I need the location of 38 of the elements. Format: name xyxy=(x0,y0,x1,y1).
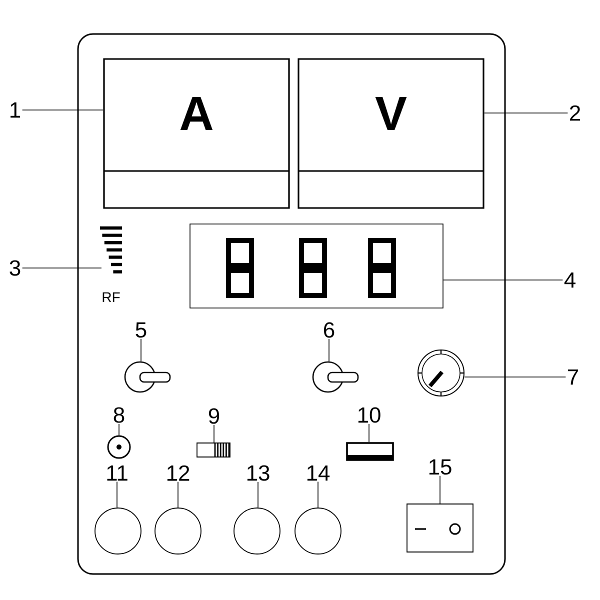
meter: V xyxy=(298,58,484,209)
leader-line xyxy=(140,338,142,362)
leader-line xyxy=(484,112,568,114)
leader-line xyxy=(116,481,118,508)
digital-display xyxy=(190,224,444,308)
callout-number: 9 xyxy=(208,408,220,424)
toggle-switch xyxy=(312,361,359,393)
jack xyxy=(294,508,342,554)
meter: A xyxy=(103,58,290,209)
callout-number: 1 xyxy=(10,102,20,118)
leader-line xyxy=(328,338,330,362)
callout-number: 14 xyxy=(307,465,330,481)
callout-number: 7 xyxy=(568,369,578,385)
callout-number: 10 xyxy=(358,407,380,423)
jack xyxy=(234,508,280,554)
callout-number: 12 xyxy=(167,465,190,481)
callout-number: 3 xyxy=(10,260,20,276)
callout-number: 13 xyxy=(247,465,270,481)
rf-indicator: RF xyxy=(100,226,122,302)
leader-line xyxy=(464,376,566,378)
callout-number: 5 xyxy=(136,322,146,338)
toggle-switch xyxy=(124,361,171,393)
knob xyxy=(418,350,464,396)
slide-switch xyxy=(196,442,230,458)
callout-number: 11 xyxy=(107,465,128,481)
callout-number: 2 xyxy=(570,105,580,121)
socket xyxy=(107,435,131,459)
leader-line xyxy=(368,424,370,442)
power-switch xyxy=(406,504,474,552)
fuse-holder xyxy=(346,442,394,461)
callout-number: 4 xyxy=(564,272,576,288)
callout-number: 6 xyxy=(324,322,334,338)
jack xyxy=(94,508,142,554)
leader-line xyxy=(118,424,120,436)
jack xyxy=(154,508,202,554)
callout-number: 15 xyxy=(429,459,452,475)
node-label: RF xyxy=(102,292,120,302)
callout-number: 8 xyxy=(114,407,124,423)
